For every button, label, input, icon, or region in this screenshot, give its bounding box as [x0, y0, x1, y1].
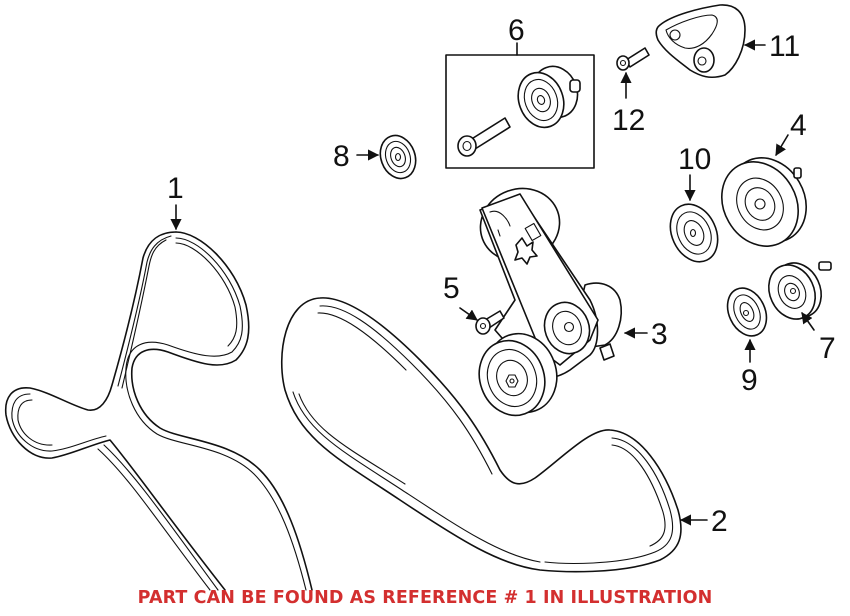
idler-pulley-4[interactable] — [707, 144, 821, 260]
callout-1[interactable]: 1 — [167, 172, 184, 205]
reference-note: PART CAN BE FOUND AS REFERENCE # 1 IN IL… — [137, 588, 713, 608]
callout-7[interactable]: 7 — [819, 332, 836, 365]
callout-11[interactable]: 11 — [769, 30, 800, 63]
callout-10[interactable]: 10 — [678, 143, 711, 176]
bracket-11[interactable] — [655, 4, 746, 78]
pulley-cap-9[interactable] — [720, 282, 774, 343]
bolt-6 — [457, 117, 511, 157]
bolt-5[interactable] — [475, 310, 505, 335]
idler-pulley-7[interactable] — [760, 255, 832, 326]
callout-leaders — [170, 39, 815, 526]
belt-1[interactable] — [4, 231, 313, 591]
callout-9[interactable]: 9 — [741, 364, 758, 397]
tensioner-3[interactable] — [469, 177, 622, 424]
pulley-6 — [517, 65, 581, 129]
callout-8[interactable]: 8 — [333, 140, 350, 173]
callout-3[interactable]: 3 — [651, 318, 668, 351]
pulley-cap-10[interactable] — [661, 197, 726, 270]
bolt-12[interactable] — [616, 47, 650, 71]
callout-4[interactable]: 4 — [790, 109, 807, 142]
callout-5[interactable]: 5 — [443, 272, 460, 305]
callout-6[interactable]: 6 — [508, 14, 525, 47]
pulley-cap-8[interactable] — [375, 131, 422, 184]
pulley-kit[interactable] — [445, 54, 595, 169]
belt-2[interactable] — [280, 297, 682, 573]
callout-12[interactable]: 12 — [612, 104, 645, 137]
callout-2[interactable]: 2 — [711, 505, 728, 538]
